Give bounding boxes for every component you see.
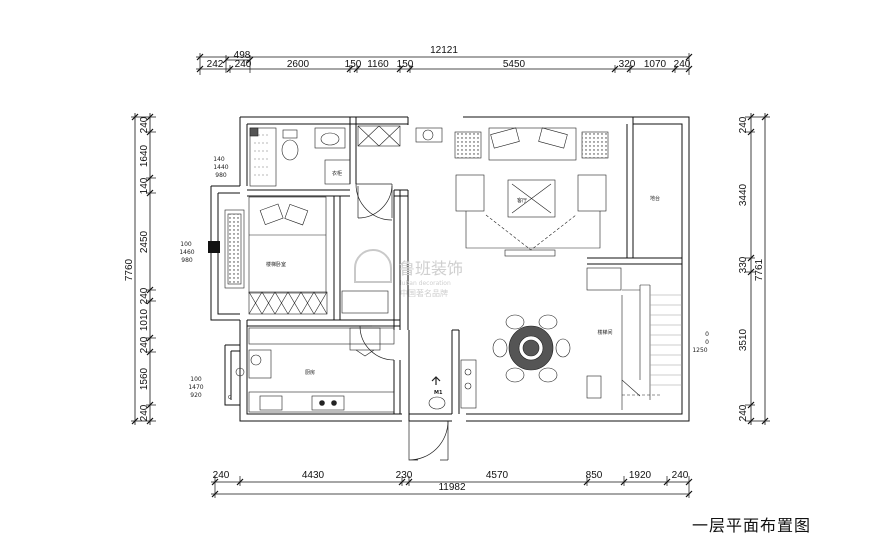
top-dim-7: 5450 bbox=[503, 59, 526, 70]
watermark: 鲁班装饰 luban decoration 中国著名品牌 bbox=[354, 249, 463, 298]
kitchen-counter-bottom bbox=[248, 391, 395, 413]
left-dim-6: 1010 bbox=[139, 308, 150, 331]
toilet-icon bbox=[281, 139, 299, 161]
w3-line2: 1470 bbox=[188, 384, 203, 391]
top-dim-9: 1070 bbox=[644, 59, 667, 70]
left-dim-9: 240 bbox=[139, 404, 150, 421]
right-dim-2: 3440 bbox=[738, 183, 749, 206]
bottom-dim-4: 4570 bbox=[486, 470, 509, 481]
toilet-tank bbox=[282, 129, 298, 139]
bottom-dim-1: 240 bbox=[213, 470, 230, 481]
bedroom-cabinet bbox=[248, 291, 328, 315]
living-label: 客厅 bbox=[517, 197, 527, 204]
w4-line3: 1250 bbox=[692, 347, 707, 354]
top-dim-2: 240 bbox=[235, 59, 252, 70]
sink-icon bbox=[248, 349, 272, 379]
kitchen bbox=[235, 327, 395, 413]
bottom-segment-dims: 240 4430 230 4570 850 1920 240 bbox=[213, 470, 689, 481]
w3-line3: 920 bbox=[190, 392, 202, 399]
watermark-sub: 中国著名品牌 bbox=[400, 288, 448, 298]
bedroom-label: 楼梯卧室 bbox=[266, 261, 286, 268]
w2-line3: 980 bbox=[181, 257, 193, 264]
right-dim-4: 3510 bbox=[738, 328, 749, 351]
left-dim-7: 240 bbox=[139, 336, 150, 353]
top-dim-1: 242 bbox=[207, 59, 224, 70]
left-dim-4: 2450 bbox=[139, 230, 150, 253]
right-dimension-lines bbox=[745, 113, 770, 425]
left-total-dim: 7760 bbox=[124, 258, 135, 281]
closet-box bbox=[324, 159, 351, 185]
washbasin-icon bbox=[314, 127, 346, 149]
top-total-dim: 12121 bbox=[430, 45, 458, 56]
g-mark: G bbox=[228, 395, 232, 401]
door-swings bbox=[355, 183, 449, 461]
window-block-left bbox=[208, 241, 220, 253]
right-dim-1: 240 bbox=[738, 116, 749, 133]
w2-line1: 100 bbox=[180, 241, 192, 248]
top-dim-3: 2600 bbox=[287, 59, 310, 70]
w1-line1: 140 bbox=[213, 156, 225, 163]
entry-mark: M1 bbox=[434, 390, 443, 396]
staircase bbox=[586, 267, 682, 410]
bedroom bbox=[224, 196, 389, 315]
left-dimension-lines bbox=[131, 113, 156, 425]
right-dim-5: 240 bbox=[738, 404, 749, 421]
bottom-dim-3: 230 bbox=[396, 470, 413, 481]
w1-line2: 1440 bbox=[213, 164, 228, 171]
top-extra-dim: 498 bbox=[234, 50, 251, 61]
armchair-right bbox=[577, 174, 607, 212]
left-segment-dims: 240 1640 140 2450 240 1010 240 1560 240 bbox=[139, 116, 150, 421]
top-segment-dims: 242 240 2600 150 1160 150 5450 320 1070 … bbox=[207, 59, 691, 70]
w1-line3: 980 bbox=[215, 172, 227, 179]
bottom-dim-7: 240 bbox=[672, 470, 689, 481]
dining-area bbox=[492, 314, 571, 383]
w3-line1: 100 bbox=[190, 376, 202, 383]
bottom-dim-2: 4430 bbox=[302, 470, 325, 481]
tv-cabinet bbox=[504, 249, 556, 257]
terrace-label: 地台 bbox=[650, 195, 660, 202]
entrance bbox=[428, 359, 477, 410]
closet-label: 衣柜 bbox=[332, 170, 342, 177]
storage-cabinet-top bbox=[357, 125, 443, 147]
left-dim-5: 240 bbox=[139, 287, 150, 304]
watermark-brand: 鲁班装饰 bbox=[399, 259, 463, 278]
armchair-left bbox=[455, 174, 485, 212]
right-segment-dims: 240 3440 330 3510 240 bbox=[738, 116, 749, 421]
top-dim-8: 320 bbox=[619, 59, 636, 70]
top-dim-10: 240 bbox=[674, 59, 691, 70]
stove-icon bbox=[311, 395, 345, 411]
kitchen-counter-top bbox=[248, 327, 395, 345]
bathroom bbox=[249, 127, 351, 187]
w4-line2: 0 bbox=[705, 339, 709, 346]
w2-line2: 1460 bbox=[179, 249, 194, 256]
bottom-dimension-lines bbox=[211, 476, 693, 498]
watermark-en: luban decoration bbox=[400, 280, 451, 287]
bottom-dim-5: 850 bbox=[586, 470, 603, 481]
top-dim-5: 1160 bbox=[367, 59, 389, 70]
top-dim-4: 150 bbox=[345, 59, 362, 70]
right-total-dim: 7761 bbox=[754, 258, 765, 281]
shower-area bbox=[249, 127, 277, 187]
left-dim-2: 1640 bbox=[139, 144, 150, 167]
top-dimension-lines bbox=[196, 53, 693, 75]
wardrobe-left bbox=[224, 209, 245, 289]
coffee-table bbox=[507, 179, 556, 218]
bottom-total-dim: 11982 bbox=[438, 482, 466, 493]
top-dim-6: 150 bbox=[397, 59, 414, 70]
w4-line1: 0 bbox=[705, 331, 709, 338]
left-dim-3: 140 bbox=[139, 177, 150, 194]
left-dim-1: 240 bbox=[139, 116, 150, 133]
living-room bbox=[454, 127, 609, 257]
walls bbox=[210, 116, 690, 422]
drawing-title: 一层平面布置图 bbox=[692, 516, 812, 535]
left-dim-8: 1560 bbox=[139, 367, 150, 390]
desk-icon bbox=[341, 290, 389, 314]
bottom-dim-6: 1920 bbox=[629, 470, 652, 481]
window-notes: 140 1440 980 100 1460 980 100 1470 920 0… bbox=[179, 156, 709, 399]
kitchen-label: 厨房 bbox=[305, 369, 315, 376]
dining-label: 楼梯间 bbox=[597, 329, 612, 336]
right-dim-3: 330 bbox=[738, 256, 749, 273]
